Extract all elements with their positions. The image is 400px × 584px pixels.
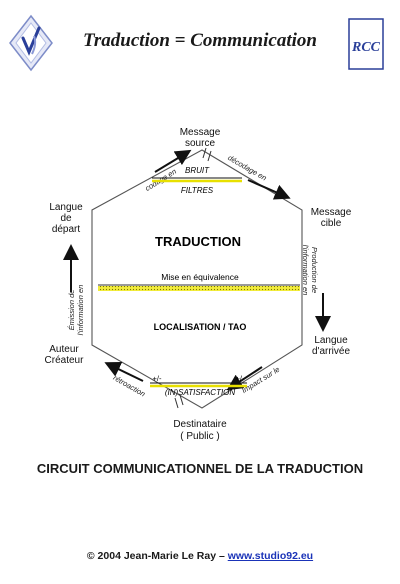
label-mise-en-equivalence: Mise en équivalence <box>161 272 239 282</box>
logo-diamond-emblem <box>8 14 54 77</box>
footer: © 2004 Jean-Marie Le Ray – www.studio92.… <box>0 550 400 562</box>
label-plus-minus-right: +/- <box>236 374 245 383</box>
label-insatisfaction: (IN)SATISFACTION <box>165 388 236 397</box>
label-retroaction: rétroaction <box>112 373 147 399</box>
label-production: Production del'information en <box>301 245 319 296</box>
page-title: Traduction = Communication <box>83 30 317 51</box>
gap-tick <box>179 394 184 406</box>
label-emission: Émission del'information en <box>67 285 85 336</box>
footer-website-link[interactable]: www.studio92.eu <box>227 550 314 562</box>
diagram-caption: CIRCUIT COMMUNICATIONNEL DE LA TRADUCTIO… <box>36 461 364 476</box>
gap-tick <box>202 147 207 159</box>
hexagon-outline <box>91 149 303 409</box>
gap-tick <box>207 150 212 162</box>
label-filtres: FILTRES <box>181 186 214 195</box>
arrow-impact <box>226 366 263 391</box>
equivalence-dotted-band <box>98 286 300 291</box>
label-localisation-tao: LOCALISATION / TAO <box>154 322 247 332</box>
label-plus-minus-left: +/- <box>153 374 162 383</box>
logo-rcc-monogram: RCC <box>348 18 384 75</box>
label-traduction: TRADUCTION <box>155 234 241 249</box>
arrow-codage <box>154 149 192 173</box>
footer-copyright: © 2004 Jean-Marie Le Ray – <box>86 550 225 562</box>
arrow-decodage <box>247 179 291 200</box>
node-destinataire: Destinataire( Public ) <box>173 419 227 442</box>
arrow-retroaction <box>104 362 144 382</box>
label-bruit: BRUIT <box>185 166 210 175</box>
logo-rcc-text: RCC <box>351 40 381 55</box>
gap-tick <box>174 397 179 409</box>
